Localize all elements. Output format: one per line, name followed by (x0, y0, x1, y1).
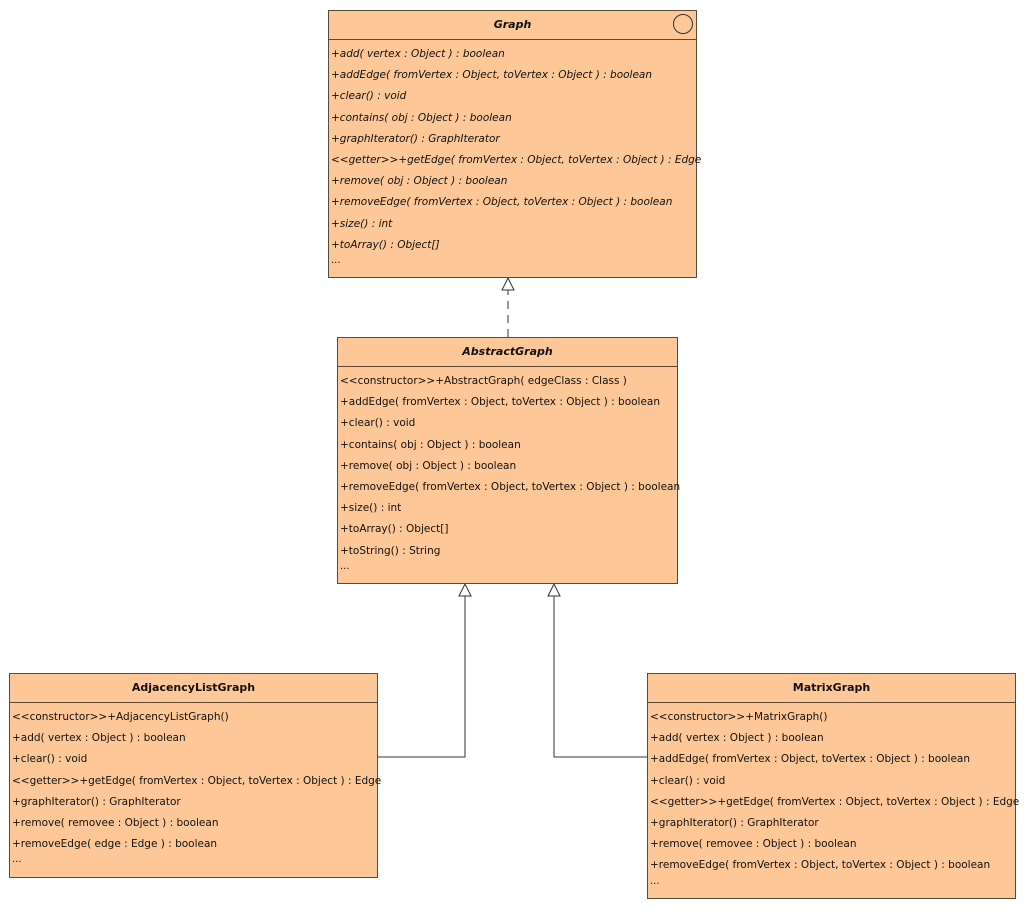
member: +clear() : void (12, 753, 88, 766)
member: <<getter>>+getEdge( fromVertex : Object,… (12, 774, 382, 787)
generalization-line-matrix (553, 596, 647, 758)
generalization-line-adjacency (378, 596, 466, 758)
class-box-graph[interactable]: Graph +add( vertex : Object ) : boolean … (328, 10, 702, 278)
class-title: MatrixGraph (648, 674, 1015, 703)
member: <<getter>>+getEdge( fromVertex : Object,… (650, 795, 1020, 808)
class-members: <<constructor>>+MatrixGraph() +add( vert… (648, 703, 1020, 891)
member: <<getter>>+getEdge( fromVertex : Object,… (331, 153, 702, 166)
member: +size() : int (331, 217, 393, 230)
member: +removeEdge( edge : Edge ) : boolean (12, 838, 218, 851)
member: +removeEdge( fromVertex : Object, toVert… (340, 480, 681, 493)
more-members-ellipsis: ... (650, 875, 660, 887)
more-members-ellipsis: ... (331, 254, 341, 266)
member: +add( vertex : Object ) : boolean (12, 732, 186, 745)
member: +remove( obj : Object ) : boolean (331, 175, 508, 188)
member: +removeEdge( fromVertex : Object, toVert… (331, 196, 673, 209)
member: +graphIterator() : GraphIterator (331, 132, 500, 145)
realization-arrowhead (501, 276, 515, 291)
class-members: <<constructor>>+AbstractGraph( edgeClass… (338, 367, 681, 576)
class-name: Graph (493, 18, 532, 31)
class-title: AdjacencyListGraph (10, 674, 377, 703)
member: +removeEdge( fromVertex : Object, toVert… (650, 859, 991, 872)
class-box-matrix-graph[interactable]: MatrixGraph <<constructor>>+MatrixGraph(… (647, 673, 1020, 899)
member: +clear() : void (340, 417, 416, 430)
member: +toString() : String (340, 544, 441, 557)
more-members-ellipsis: ... (12, 854, 22, 866)
member: +toArray() : Object[] (340, 523, 449, 536)
member: +addEdge( fromVertex : Object, toVertex … (650, 753, 971, 766)
class-box-adjacency-list-graph[interactable]: AdjacencyListGraph <<constructor>>+Adjac… (9, 673, 382, 878)
member: +contains( obj : Object ) : boolean (331, 111, 512, 124)
class-members: <<constructor>>+AdjacencyListGraph() +ad… (10, 703, 382, 869)
member: <<constructor>>+MatrixGraph() (650, 711, 828, 723)
interface-circle-icon (673, 14, 693, 34)
member: +remove( removee : Object ) : boolean (12, 816, 219, 829)
class-box-abstract-graph[interactable]: AbstractGraph <<constructor>>+AbstractGr… (337, 337, 681, 584)
class-name: MatrixGraph (792, 681, 871, 694)
class-name: AbstractGraph (462, 345, 553, 358)
member: +contains( obj : Object ) : boolean (340, 438, 521, 451)
class-name: AdjacencyListGraph (131, 681, 256, 694)
member: +remove( removee : Object ) : boolean (650, 838, 857, 851)
member: <<constructor>>+AbstractGraph( edgeClass… (340, 375, 627, 387)
member: +addEdge( fromVertex : Object, toVertex … (331, 69, 653, 82)
member: +toArray() : Object[] (331, 238, 440, 251)
member: +add( vertex : Object ) : boolean (331, 48, 505, 60)
class-members: +add( vertex : Object ) : boolean +addEd… (329, 40, 702, 270)
member: +clear() : void (650, 774, 726, 787)
more-members-ellipsis: ... (340, 560, 350, 572)
member: +add( vertex : Object ) : boolean (650, 732, 824, 745)
member: +size() : int (340, 502, 402, 515)
generalization-arrowhead-matrix (547, 582, 561, 597)
member: +graphIterator() : GraphIterator (12, 795, 181, 808)
member: +addEdge( fromVertex : Object, toVertex … (340, 396, 661, 409)
generalization-arrowhead-adjacency (458, 582, 472, 597)
class-title: AbstractGraph (338, 338, 677, 367)
member: +graphIterator() : GraphIterator (650, 816, 819, 829)
member: +clear() : void (331, 90, 407, 103)
member: +remove( obj : Object ) : boolean (340, 459, 517, 472)
class-title: Graph (329, 11, 696, 40)
member: <<constructor>>+AdjacencyListGraph() (12, 711, 229, 723)
